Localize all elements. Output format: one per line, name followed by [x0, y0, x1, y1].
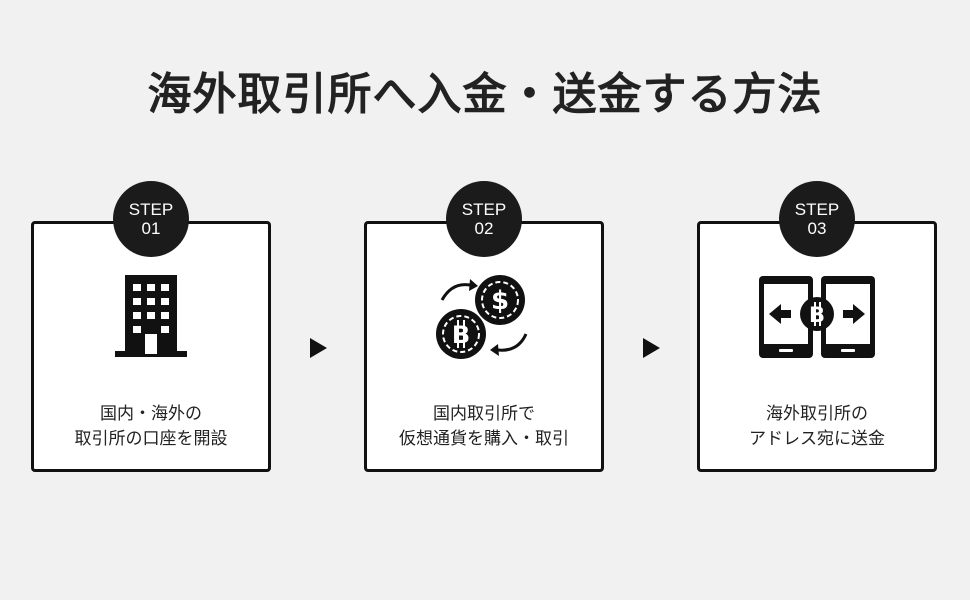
phone-transfer-icon: B [700, 272, 934, 372]
step-badge-1: STEP 01 [113, 181, 189, 257]
svg-text:B: B [809, 303, 825, 327]
next-arrow-icon [643, 338, 660, 358]
svg-text:$: $ [491, 286, 509, 316]
step-badge-2: STEP 02 [446, 181, 522, 257]
step-caption-1: 国内・海外の 取引所の口座を開設 [74, 404, 228, 449]
step-caption-3: 海外取引所の アドレス宛に送金 [749, 404, 885, 449]
step-card-2: $ B 国内取引所で 仮想通貨を購入・取引 [364, 221, 604, 472]
step-card-1: 国内・海外の 取引所の口座を開設 [31, 221, 271, 472]
crypto-exchange-icon: $ B [367, 272, 601, 372]
step-caption-2: 国内取引所で 仮想通貨を購入・取引 [399, 404, 569, 449]
page-title: 海外取引所へ入金・送金する方法 [147, 69, 823, 120]
step-badge-3: STEP 03 [779, 181, 855, 257]
office-building-icon [34, 272, 268, 372]
step-card-3: B 海外取引所の アドレス宛に送金 [697, 221, 937, 472]
svg-text:B: B [452, 321, 470, 349]
next-arrow-icon [310, 338, 327, 358]
